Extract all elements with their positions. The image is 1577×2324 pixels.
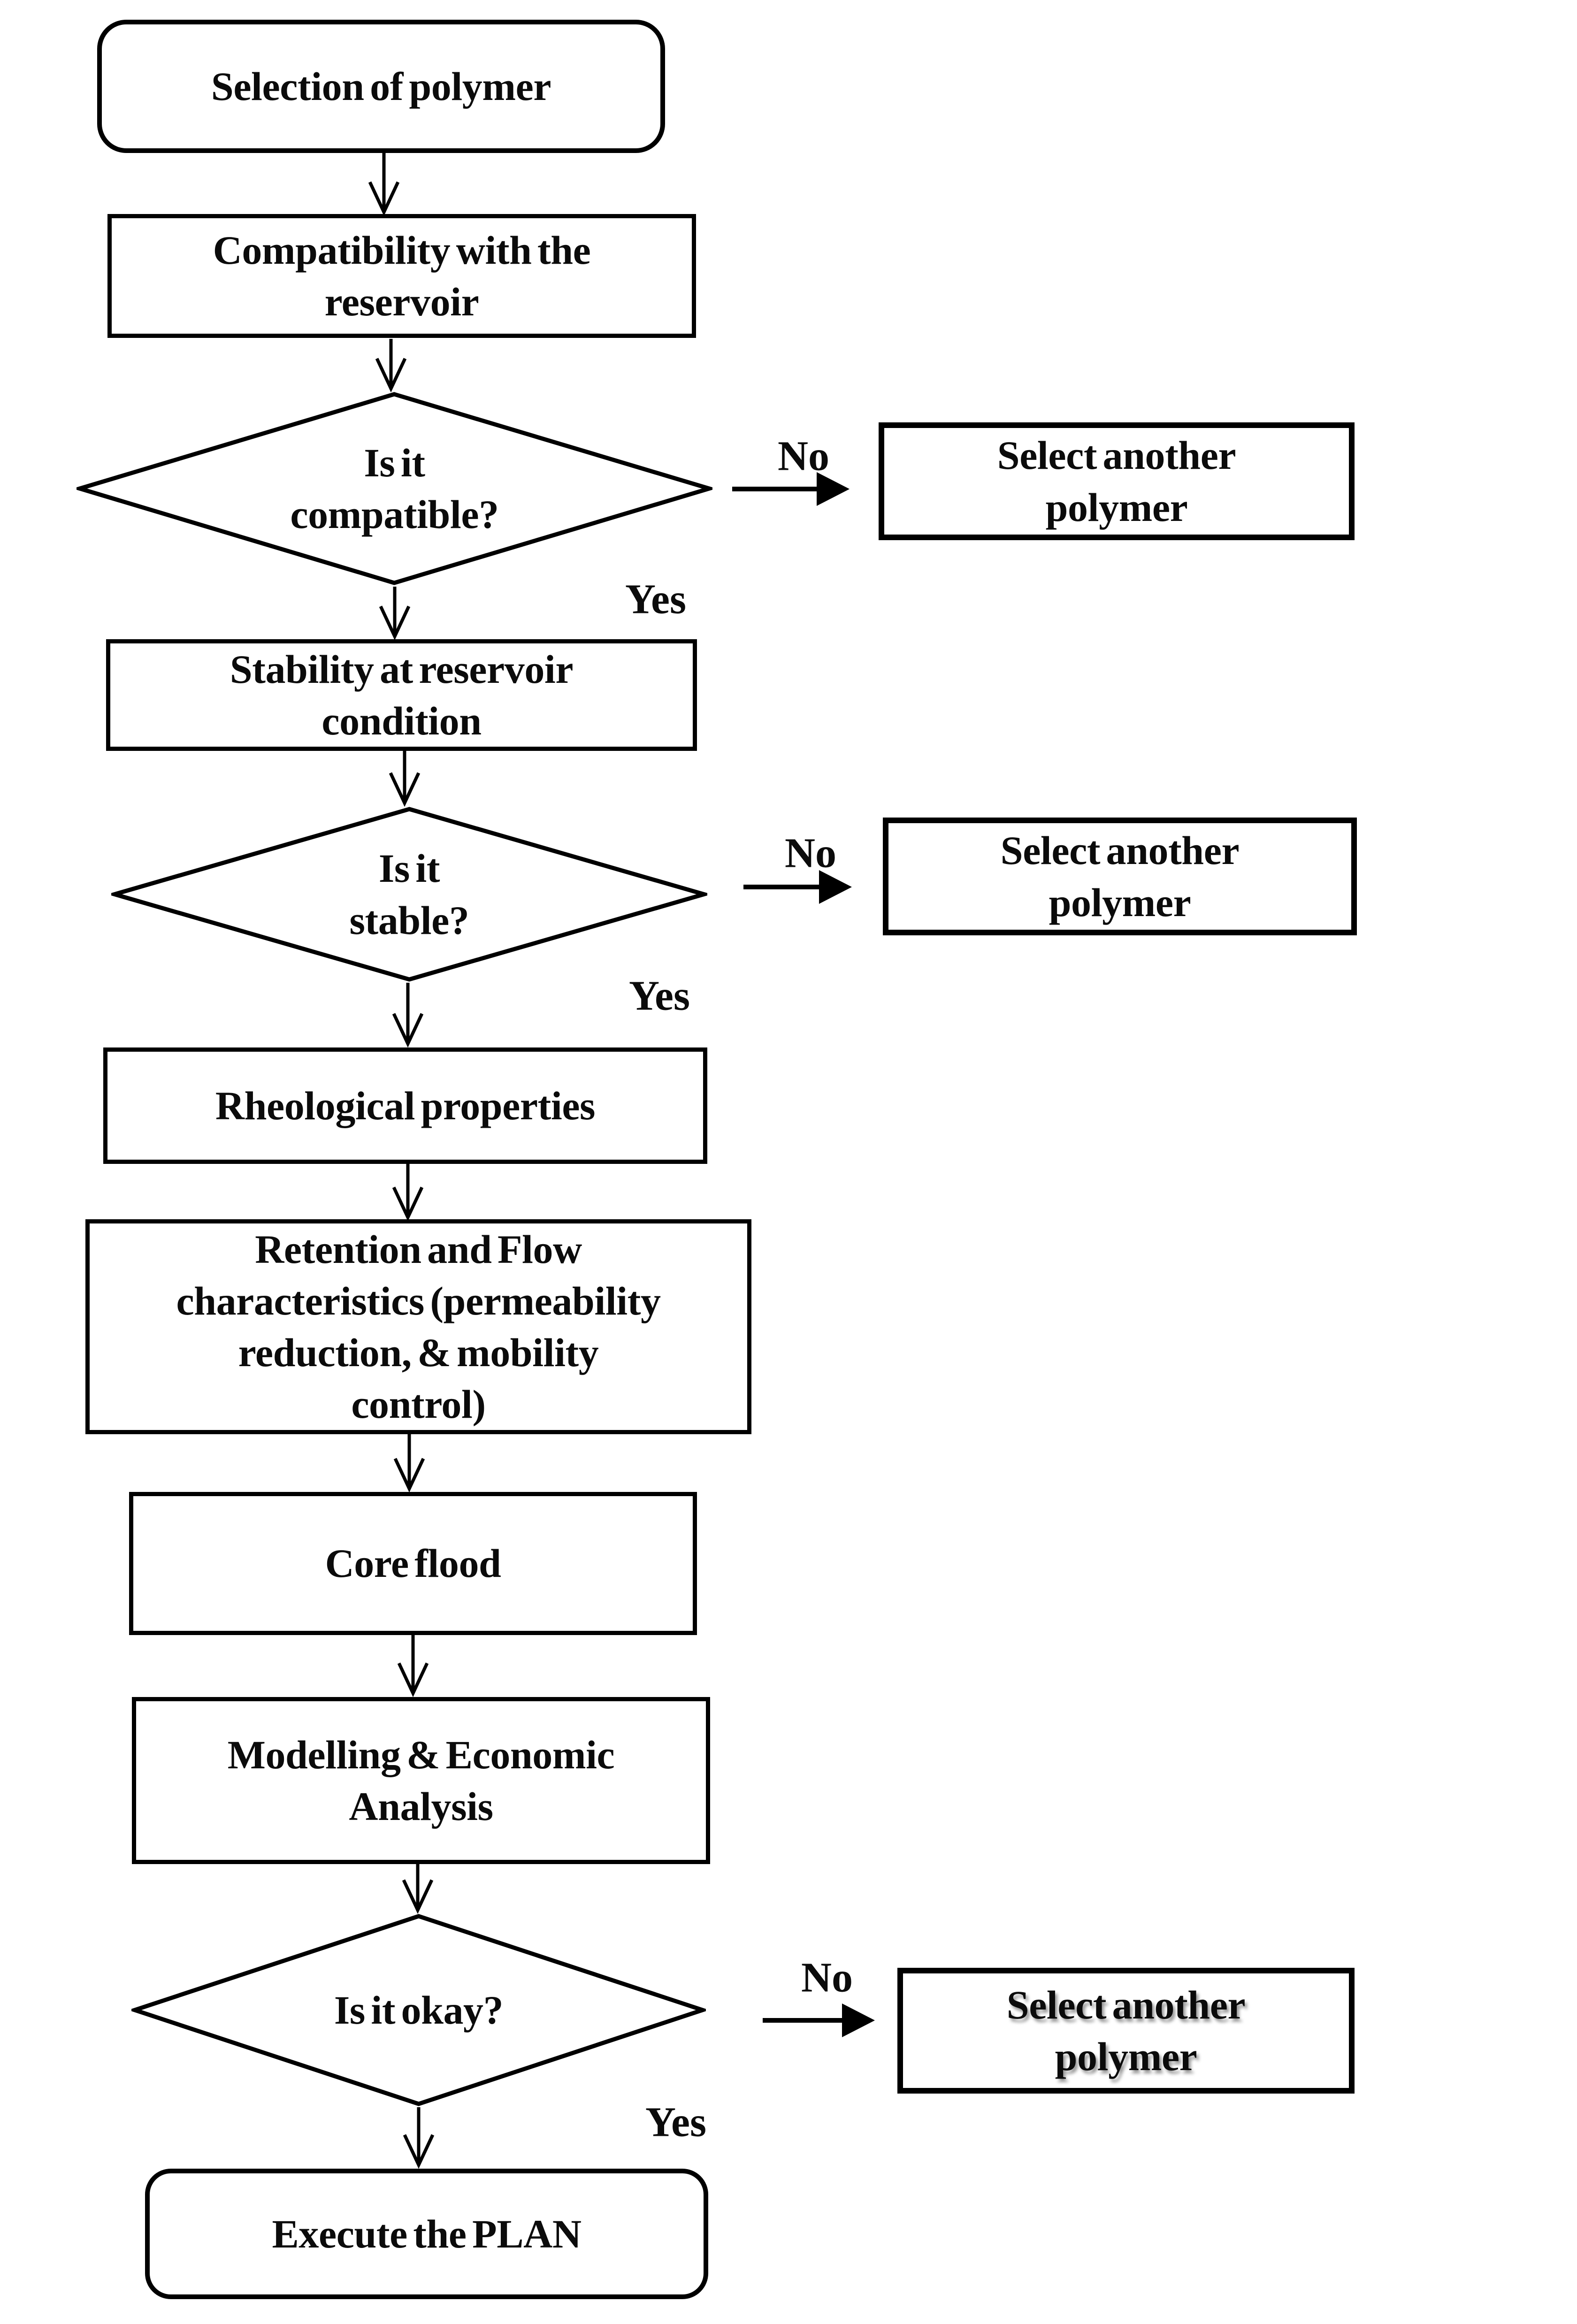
arrowhead — [368, 181, 400, 216]
node-selection-of-polymer: Selection of polymer — [97, 20, 665, 153]
node-modelling-economic-analysis-label: Modelling & Economic Analysis — [227, 1732, 615, 1829]
decision-is-it-okay-label: Is it okay? — [334, 1987, 504, 2033]
arrow-compatibility-to-decision — [375, 339, 407, 393]
node-stability-label: Stability at reservoir condition — [230, 646, 574, 743]
arrowhead — [392, 1013, 424, 1048]
arrowhead — [402, 1879, 434, 1914]
arrowhead — [842, 2003, 875, 2037]
arrow-stability-to-decision — [389, 751, 421, 807]
edge-label-no-3: No — [801, 1954, 853, 2001]
arrow-no-3 — [763, 2003, 875, 2037]
node-core-flood-label: Core flood — [325, 1541, 501, 1586]
arrowhead — [393, 1458, 425, 1493]
node-rheological-properties: Rheological properties — [103, 1047, 707, 1164]
edge-label-yes-1: Yes — [625, 576, 686, 623]
node-stability: Stability at reservoir condition — [106, 639, 697, 751]
node-select-another-polymer-1: Select another polymer — [879, 422, 1355, 540]
arrow-coreflood-to-modelling — [397, 1635, 429, 1697]
edge-label-yes-3: Yes — [645, 2099, 706, 2146]
node-select-another-polymer-2: Select another polymer — [883, 818, 1357, 935]
decision-is-it-stable-label: Is it stable? — [349, 846, 469, 943]
node-select-another-polymer-3: Select another polymer — [897, 1968, 1355, 2094]
node-execute-the-plan: Execute the PLAN — [145, 2169, 708, 2299]
arrowhead — [403, 2134, 435, 2169]
decision-is-it-okay: Is it okay? — [131, 1913, 706, 2107]
node-select-another-polymer-2-label: Select another polymer — [1000, 828, 1240, 925]
arrow-decision2-to-rheological — [392, 983, 424, 1048]
diamond-shape — [77, 392, 712, 585]
arrow-decision1-to-stability — [379, 587, 411, 641]
arrow-no-1 — [732, 472, 850, 506]
arrow-no-2 — [743, 870, 852, 904]
node-modelling-economic-analysis: Modelling & Economic Analysis — [132, 1697, 710, 1864]
arrow-rheological-to-retention — [392, 1164, 424, 1222]
node-retention-flow-characteristics: Retention and Flow characteristics (perm… — [85, 1219, 751, 1434]
node-compatibility-label: Compatibility with the reservoir — [213, 227, 591, 324]
node-execute-the-plan-label: Execute the PLAN — [272, 2211, 582, 2256]
arrowhead — [392, 1186, 424, 1222]
node-select-another-polymer-1-label: Select another polymer — [997, 433, 1236, 530]
diamond-shape — [111, 807, 707, 982]
arrowhead — [389, 772, 421, 807]
node-select-another-polymer-3-label: Select another polymer — [1006, 1982, 1246, 2079]
edge-label-no-2: No — [785, 830, 836, 877]
decision-is-it-stable: Is it stable? — [111, 806, 707, 983]
node-rheological-properties-label: Rheological properties — [215, 1083, 596, 1128]
arrow-decision3-to-execute — [403, 2107, 435, 2169]
node-retention-flow-characteristics-label: Retention and Flow characteristics (perm… — [176, 1226, 661, 1427]
edge-label-no-1: No — [778, 433, 829, 480]
arrowhead — [397, 1662, 429, 1697]
arrowhead — [375, 358, 407, 393]
arrow-retention-to-coreflood — [393, 1434, 425, 1493]
node-compatibility: Compatibility with the reservoir — [107, 214, 696, 338]
diamond-shape — [131, 1914, 706, 2106]
edge-label-yes-2: Yes — [629, 972, 690, 1019]
arrow-modelling-to-decision — [402, 1864, 434, 1914]
decision-is-it-compatible-label: Is it compatible? — [290, 440, 499, 537]
arrowhead — [379, 605, 411, 641]
arrowhead — [819, 870, 852, 904]
decision-is-it-compatible: Is it compatible? — [77, 391, 712, 586]
arrowhead — [817, 472, 850, 506]
node-core-flood: Core flood — [129, 1492, 697, 1635]
arrow-selection-to-compatibility — [368, 153, 400, 216]
node-selection-of-polymer-label: Selection of polymer — [211, 63, 551, 109]
